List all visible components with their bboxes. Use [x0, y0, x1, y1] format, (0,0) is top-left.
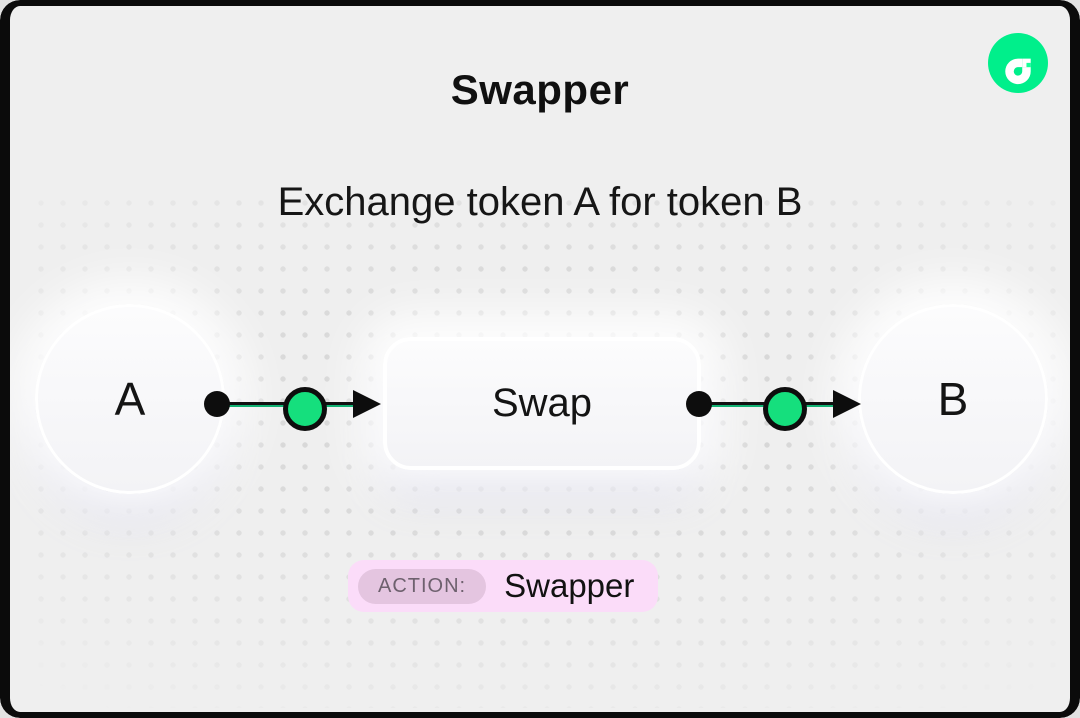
- action-badge: ACTION: Swapper: [348, 560, 659, 612]
- page-subtitle: Exchange token A for token B: [277, 180, 803, 224]
- token-a-label: A: [114, 373, 146, 425]
- action-badge-value: Swapper: [504, 567, 635, 604]
- green-port-icon: [763, 387, 807, 431]
- token-b-label: B: [937, 373, 969, 425]
- arrowhead-icon: [353, 390, 381, 418]
- flow-logo-icon: [988, 33, 1048, 93]
- node-swap: Swap: [383, 337, 701, 470]
- action-badge-label: ACTION:: [358, 568, 487, 604]
- page-title: Swapper: [450, 66, 630, 113]
- output-port-dot-icon: [204, 391, 230, 417]
- output-port-dot-icon: [686, 391, 712, 417]
- arrowhead-icon: [833, 390, 861, 418]
- green-port-icon: [283, 387, 327, 431]
- node-token-a: A: [35, 304, 225, 494]
- node-token-b: B: [858, 304, 1048, 494]
- swap-label: Swap: [491, 381, 593, 425]
